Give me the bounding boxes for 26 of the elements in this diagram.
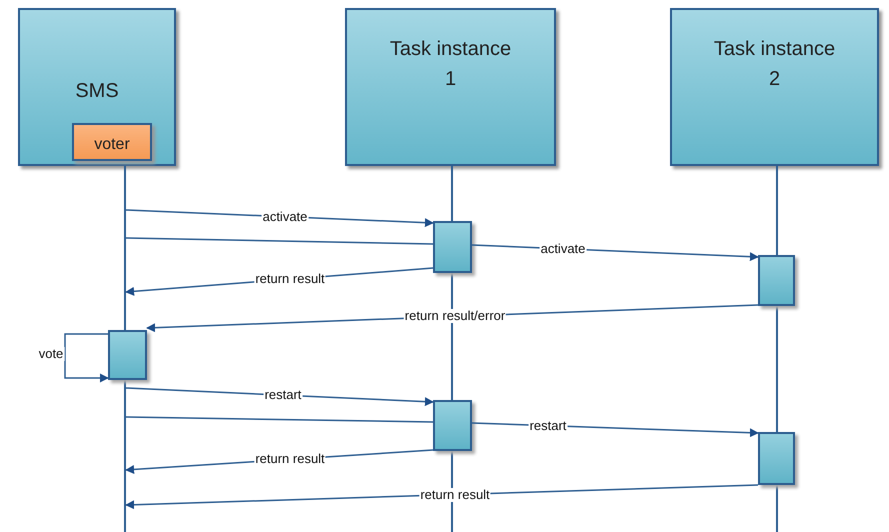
participant-label: Task instance 2 bbox=[712, 37, 836, 92]
participant-label: SMS bbox=[74, 79, 120, 104]
message-label: activate bbox=[262, 210, 308, 224]
activation-bar bbox=[433, 221, 472, 273]
activation-bar bbox=[108, 330, 147, 380]
message-label: restart bbox=[264, 388, 302, 402]
message-label: return result/error bbox=[404, 309, 506, 324]
lifeline-header bbox=[18, 8, 176, 166]
message-label: return result bbox=[254, 452, 326, 466]
component-box bbox=[72, 123, 152, 161]
message-label: vote bbox=[38, 347, 64, 361]
message-label: activate bbox=[540, 242, 586, 256]
message-label: return result bbox=[419, 488, 491, 502]
activation-bar bbox=[433, 400, 472, 451]
participant-label: Task instance 1 bbox=[388, 37, 512, 92]
message-line bbox=[126, 416, 434, 423]
message-arrow bbox=[125, 484, 758, 510]
lifeline-header bbox=[670, 8, 879, 166]
message-line bbox=[126, 237, 434, 245]
activation-bar bbox=[758, 255, 795, 306]
activation-bar bbox=[758, 432, 795, 485]
message-label: restart bbox=[528, 418, 568, 433]
participant-label: voter bbox=[93, 135, 131, 155]
message-arrow bbox=[64, 333, 109, 382]
message-label: return result bbox=[254, 272, 326, 286]
lifeline-header bbox=[345, 8, 556, 166]
